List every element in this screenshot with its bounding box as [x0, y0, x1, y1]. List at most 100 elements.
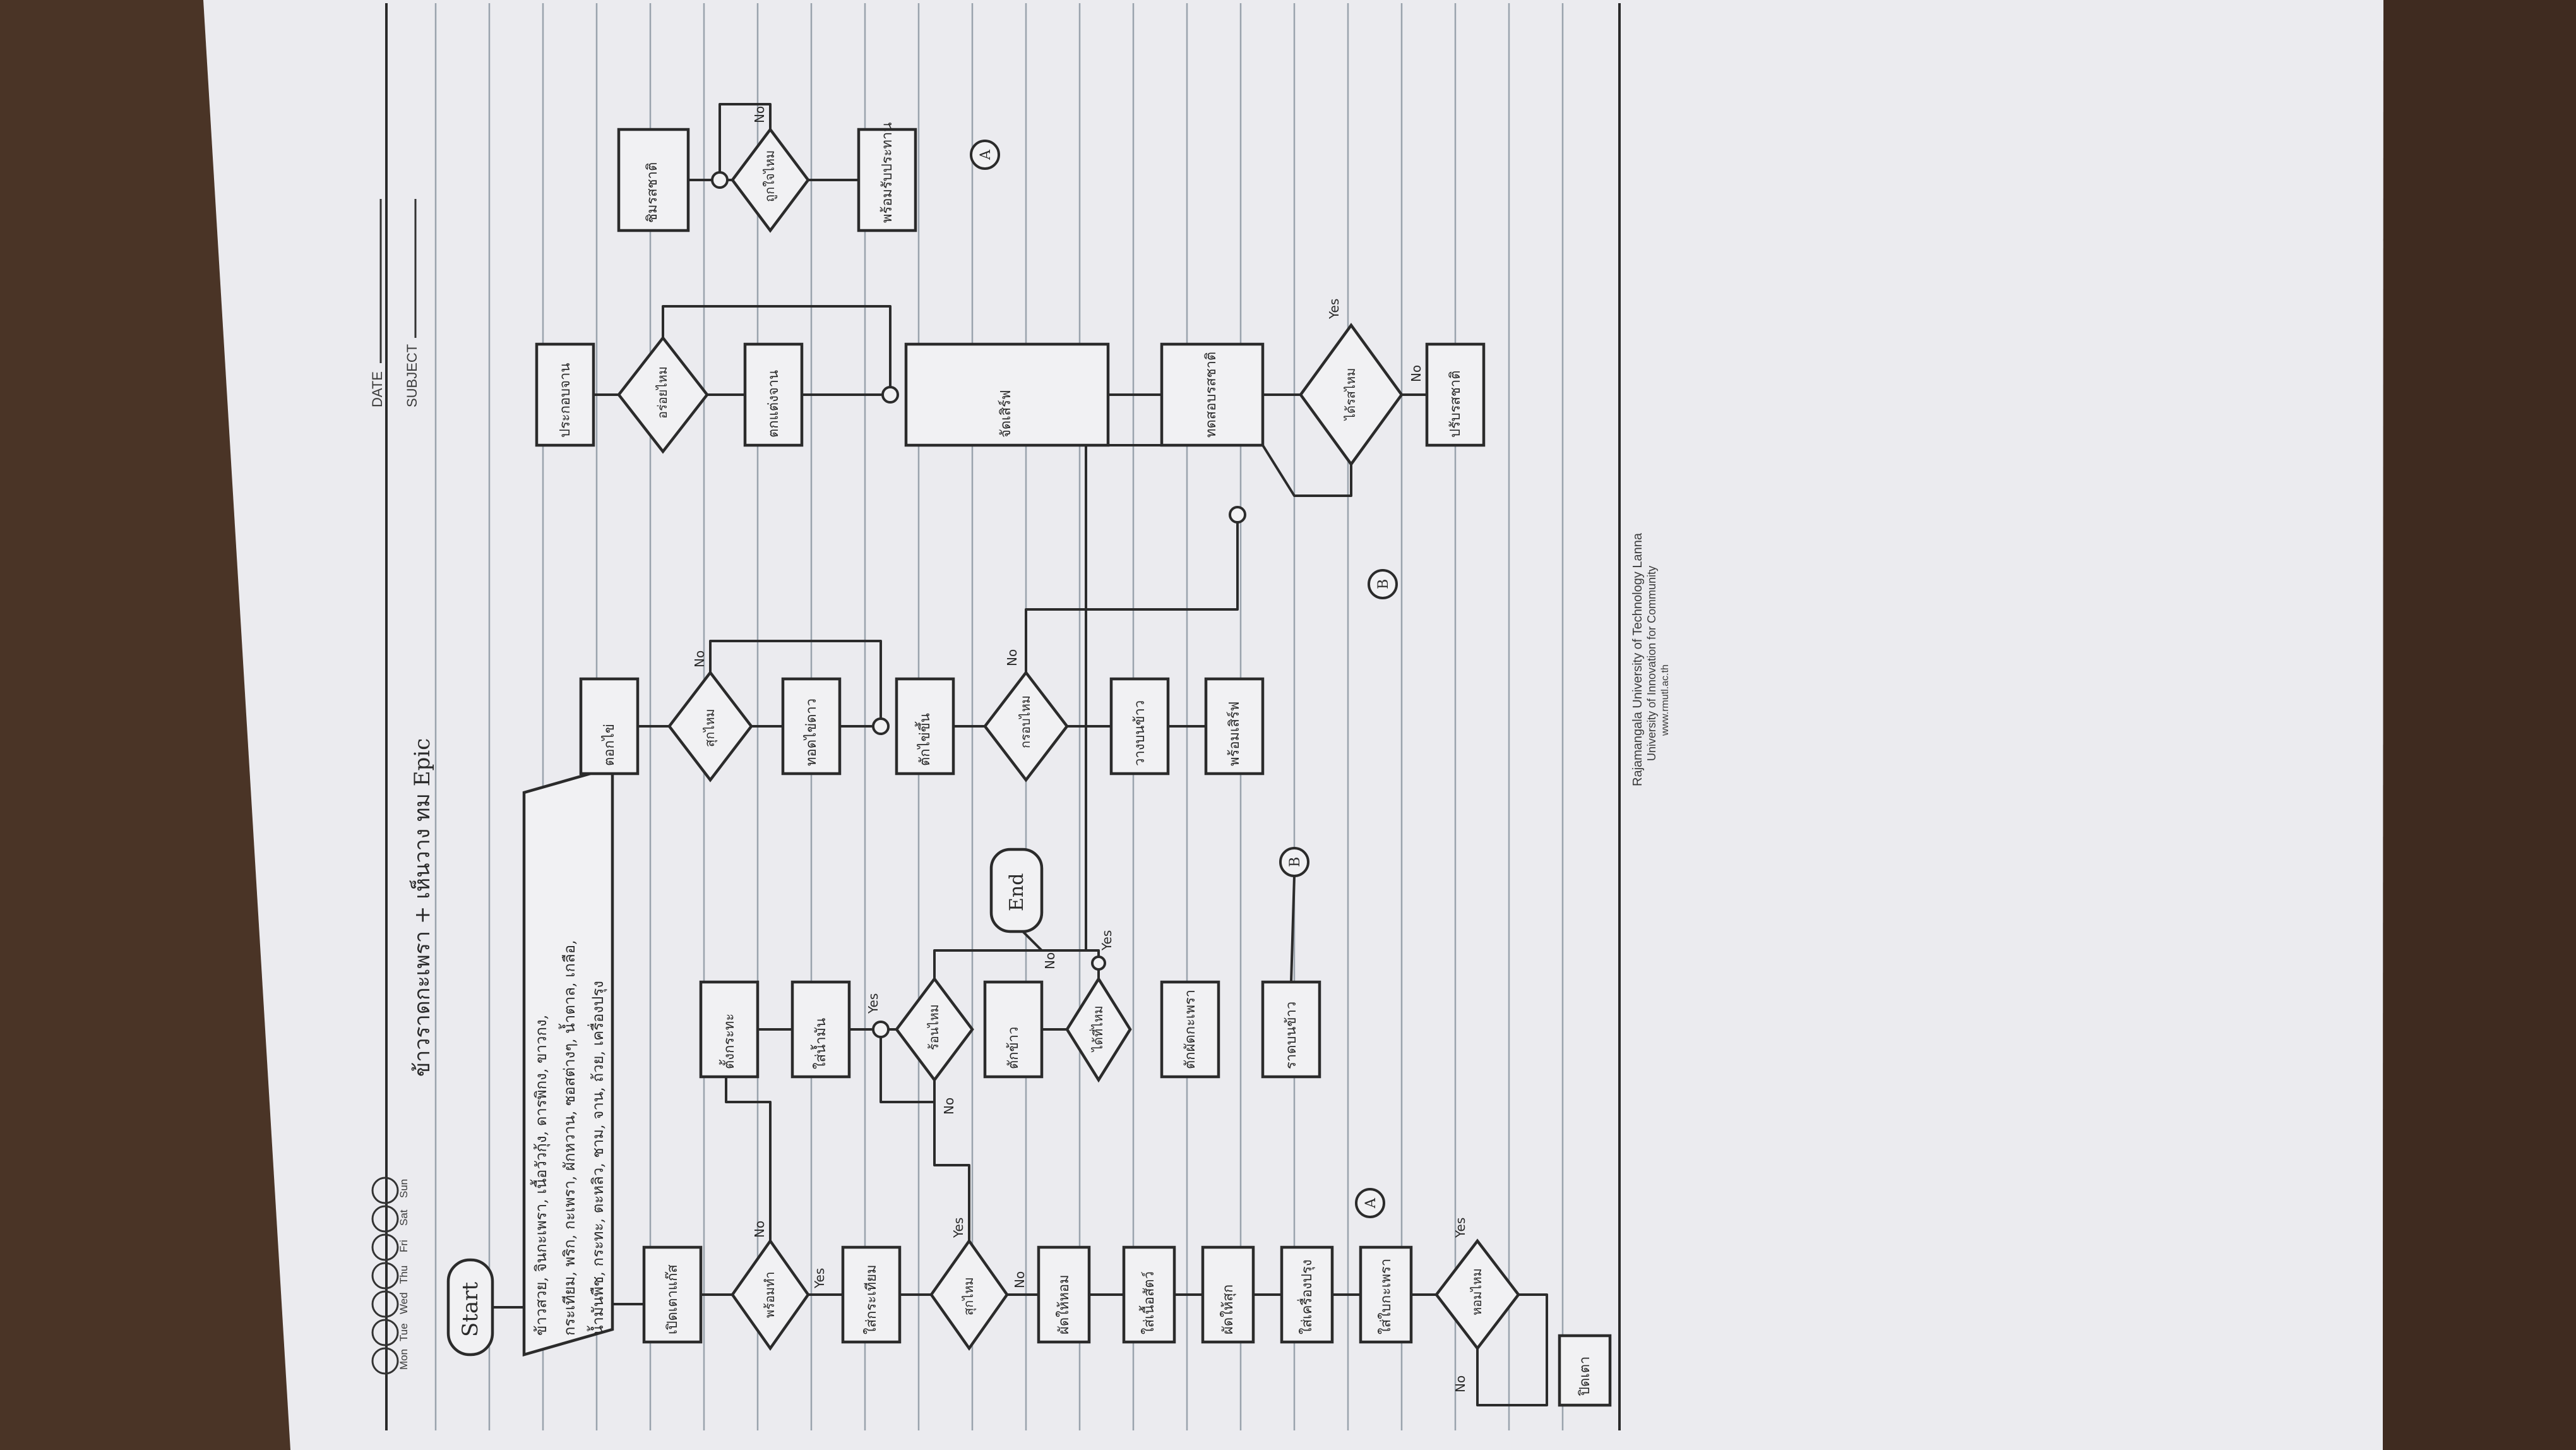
- step-col2-4-label: ตักผัดกะเพรา: [1183, 990, 1198, 1069]
- column-4: ประกอบจาน อร่อยไหม ตกแต่งจาน จัดเสิร์ฟ ท…: [535, 299, 1486, 497]
- label-yes-5: Yes: [1099, 930, 1114, 951]
- step-col1-5-label: ผัดให้สุก: [1220, 1285, 1236, 1334]
- weekday-mon: Mon: [398, 1349, 410, 1370]
- step-col1-7-label: ใส่ใบกะเพรา: [1378, 1259, 1394, 1334]
- flowchart-title: ข้าวราดกะเพรา + เห็นวาง ทม Epic: [409, 738, 435, 1077]
- connector-a-1-label: A: [1363, 1197, 1379, 1209]
- join-col4-1: [881, 386, 899, 404]
- connector-a-2: [970, 140, 1000, 170]
- step-col1-6-label: ใส่เครื่องปรุง: [1297, 1259, 1315, 1334]
- weekday-wed: Wed: [398, 1292, 410, 1314]
- column-3: ตอกไข่ สุกไหม No ทอดไข่ดาว ตักไข่ขึ้น กร…: [579, 506, 1398, 782]
- label-no-9: No.: [752, 102, 767, 123]
- step-col1-2-label: ใส่กระเทียม: [863, 1264, 880, 1334]
- step-col3-5: [1204, 677, 1265, 776]
- decision-col1-2-label: สุกไหม: [961, 1277, 977, 1315]
- weekday-row: Mon Tue Wed Thu Fri Sat Sun: [371, 1177, 410, 1375]
- column-5: ชิมรสชาติ ถูกใจไหม No. พร้อมรับประทาน A: [617, 102, 1000, 233]
- step-col1-4-label: ใส่เนื้อสัตว์: [1139, 1271, 1157, 1334]
- decision-col2-1: [895, 976, 974, 1082]
- connector-b-2-label: B: [1376, 579, 1392, 589]
- step-col4-5-label: ปรับรสชาติ: [1448, 370, 1464, 438]
- ingredients-line-3: น้ำมันพืช, กระทะ, ตะหลิว, ชาม, จาน, ถ้วย…: [587, 981, 607, 1336]
- step-col3-1-label: ตอกไข่: [601, 724, 617, 766]
- footer-university: Rajamangala University of Technology Lan…: [1631, 532, 1645, 786]
- join-col2-1: [872, 1021, 890, 1038]
- weekday-thu: Thu: [398, 1266, 410, 1284]
- end-label: End: [1006, 873, 1028, 911]
- step-col1-3-label: ผัดให้หอม: [1056, 1274, 1072, 1334]
- weekday-sat: Sat: [398, 1209, 410, 1226]
- step-col4-4-label: ทดสอบรสชาติ: [1203, 352, 1219, 438]
- step-col1-1-label: เปิดเตาแก๊ส: [665, 1264, 681, 1334]
- weekday-fri: Fri: [398, 1240, 410, 1252]
- step-col5-1-label: ชิมรสชาติ: [645, 162, 660, 223]
- label-no-7: No: [1005, 649, 1020, 666]
- step-col2-4: [1160, 980, 1220, 1079]
- footer-tagline: University of Innovation for Community: [1645, 566, 1658, 761]
- ingredients-line-1: ข้าวสวย, จินกะเพรา, เนื้อวัวกุ้ง, ดารพิก…: [530, 1015, 551, 1336]
- label-no-8: No: [1409, 365, 1424, 382]
- connector-a-1: [1355, 1188, 1385, 1218]
- join-col5-1: [711, 171, 729, 189]
- join-col3-2: [1229, 506, 1246, 524]
- table-edge: [2383, 0, 2576, 1450]
- step-col4-1-label: ประกอบจาน: [558, 363, 573, 438]
- decision-col5-1-label: ถูกใจไหม: [762, 150, 778, 202]
- decision-col2-2-label: ได้ที่ไหม: [1089, 1005, 1106, 1053]
- ingredients-line-2: กระเทียม, พริก, กะเพรา, ผักหวาน, ซอสต่าง…: [558, 940, 578, 1336]
- decision-col4-2-label: ได้รสไหม: [1343, 368, 1358, 421]
- step-col2-5-label: ราดบนข้าว: [1284, 1002, 1299, 1069]
- label-no-6: No: [692, 650, 707, 668]
- page-content: Mon Tue Wed Thu Fri Sat Sun DATE SUBJECT…: [369, 3, 1671, 1430]
- weekday-sun: Sun: [398, 1179, 410, 1198]
- label-no-3: No: [1453, 1375, 1468, 1393]
- step-col2-3-label: ตักข้าว: [1006, 1027, 1022, 1069]
- step-col5-2: [857, 128, 917, 232]
- step-col4-3-label: จัดเสิร์ฟ: [998, 390, 1014, 438]
- label-no-5: No: [1042, 952, 1058, 969]
- step-col3-4-label: วางบนข้าว: [1132, 700, 1148, 766]
- decision-col2-1-label: ร้อนไหม: [926, 1004, 941, 1050]
- step-col2-2-label: ใส่น้ำมัน: [811, 1018, 829, 1069]
- start-label: Start: [458, 1282, 483, 1337]
- connector-b-2: [1368, 569, 1398, 599]
- column-1: เปิดเตาแก๊ส พร้อมทำ No Yes ใส่กระเทียม ส…: [642, 1076, 1612, 1407]
- step-col3-3-label: ตักไข่ขึ้น: [915, 713, 933, 766]
- step-col3-5-label: พร้อมเสิร์ฟ: [1227, 702, 1243, 766]
- label-no-1: No: [752, 1221, 767, 1238]
- step-col4-2-label: ตกแต่งจาน: [766, 370, 782, 438]
- label-yes-6: Yes: [1327, 299, 1342, 320]
- subject-label: SUBJECT: [404, 344, 420, 407]
- ruled-lines: [385, 3, 1621, 1430]
- footer-website: www.rmutl.ac.th: [1660, 664, 1671, 736]
- date-label: DATE: [369, 371, 385, 407]
- connector-a-2-label: A: [978, 149, 994, 160]
- join-col3-1: [872, 717, 890, 735]
- label-yes-4: Yes: [866, 993, 881, 1014]
- end-terminator: [989, 848, 1044, 933]
- page-footer: Rajamangala University of Technology Lan…: [1631, 532, 1671, 786]
- step-col3-2-label: ทอดไข่ดาว: [803, 698, 820, 766]
- step-col5-2-label: พร้อมรับประทาน: [880, 123, 895, 223]
- decision-col3-2-label: กรอบไหม: [1018, 695, 1033, 748]
- label-yes-2: Yes: [951, 1218, 966, 1238]
- join-col2-2: [1091, 956, 1106, 971]
- decision-col3-1-label: สุกไหม: [702, 709, 718, 747]
- label-no-2: No: [1012, 1271, 1027, 1288]
- weekday-tue: Tue: [398, 1323, 410, 1341]
- decision-col2-2: [1065, 976, 1132, 1083]
- decision-col1-3-label: หอมไหม: [1469, 1268, 1484, 1315]
- decision-col1-1-label: พร้อมทำ: [762, 1271, 777, 1318]
- label-yes-3: Yes: [1453, 1218, 1468, 1238]
- label-yes-1: Yes: [812, 1268, 827, 1289]
- step-col1-8-label: ปิดเตา: [1577, 1357, 1593, 1397]
- decision-col4-1-label: อร่อยไหม: [655, 366, 670, 419]
- column-2: ตั้งกระทะ ใส่น้ำมัน ร้อนไหม Yes No ตักข้…: [699, 444, 1321, 1115]
- connector-b-1-label: B: [1287, 857, 1303, 867]
- label-no-4: No: [941, 1098, 957, 1115]
- step-col1-8: [1558, 1334, 1612, 1407]
- step-col2-1-label: ตั้งกระทะ: [719, 1014, 737, 1069]
